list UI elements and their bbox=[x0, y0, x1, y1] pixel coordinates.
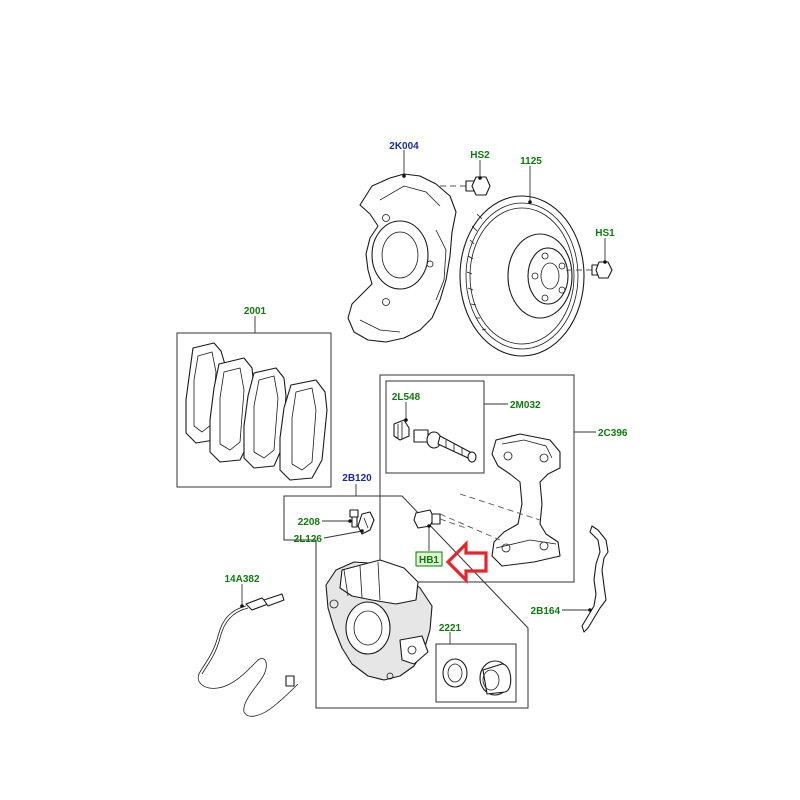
highlight-arrow-icon bbox=[445, 540, 488, 584]
label-2m032[interactable]: 2M032 bbox=[510, 400, 541, 411]
label-2221[interactable]: 2221 bbox=[439, 623, 462, 634]
brake-pad-kit-part[interactable] bbox=[176, 332, 332, 488]
label-hs2[interactable]: HS2 bbox=[470, 150, 490, 161]
label-hb1[interactable]: HB1 bbox=[419, 555, 439, 566]
guide-pin-kit-box bbox=[385, 380, 485, 474]
label-2b164[interactable]: 2B164 bbox=[531, 606, 561, 617]
seal-kit-box bbox=[435, 643, 517, 703]
bolt-hs1-part[interactable] bbox=[566, 261, 613, 279]
label-2l126[interactable]: 2L126 bbox=[294, 534, 323, 545]
label-hb1-highlight bbox=[415, 551, 443, 567]
label-2l548[interactable]: 2L548 bbox=[392, 392, 421, 403]
bolt-hb1-part[interactable] bbox=[413, 509, 467, 529]
anti-rattle-spring-part[interactable] bbox=[581, 525, 609, 633]
seal-kit-part[interactable] bbox=[442, 658, 512, 696]
label-2c396[interactable]: 2C396 bbox=[598, 428, 628, 439]
label-14a382[interactable]: 14A382 bbox=[224, 574, 259, 585]
brake-caliper-part[interactable] bbox=[325, 559, 433, 681]
label-2k004[interactable]: 2K004 bbox=[389, 141, 419, 152]
label-2b120[interactable]: 2B120 bbox=[342, 473, 372, 484]
guide-pin-set-part[interactable] bbox=[393, 419, 477, 463]
bolt-hs2-part[interactable] bbox=[440, 176, 491, 196]
label-1125[interactable]: 1125 bbox=[520, 156, 542, 167]
clip-part[interactable] bbox=[357, 511, 375, 535]
brake-disc-part[interactable] bbox=[459, 195, 585, 357]
label-2208[interactable]: 2208 bbox=[298, 517, 321, 528]
bleed-screw-part[interactable] bbox=[349, 509, 359, 528]
caliper-carrier-part[interactable] bbox=[491, 433, 561, 567]
label-2001[interactable]: 2001 bbox=[244, 306, 267, 317]
label-hs1[interactable]: HS1 bbox=[595, 228, 615, 239]
wear-sensor-part[interactable] bbox=[197, 593, 299, 717]
carrier-group-box bbox=[379, 374, 575, 583]
brake-shield-part[interactable] bbox=[347, 173, 457, 343]
